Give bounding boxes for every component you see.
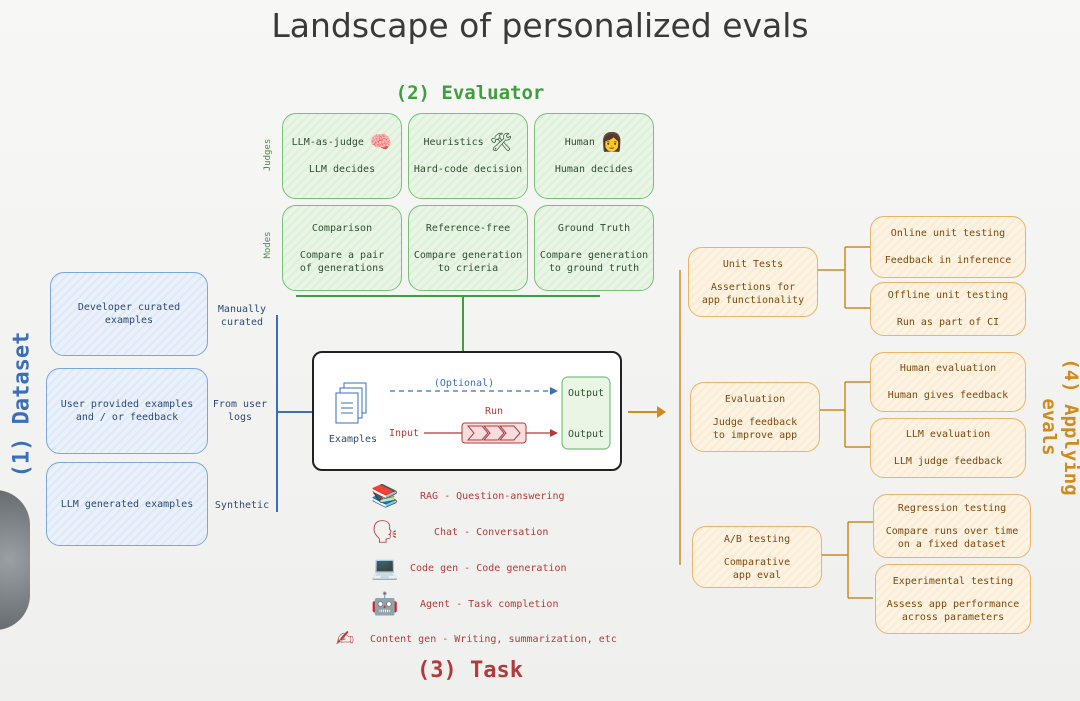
laptop-icon: 💻 — [371, 556, 399, 581]
judge-heuristics-name: Heuristics — [423, 137, 484, 148]
run-label: Run — [484, 406, 504, 417]
unit-tests-desc: Assertions for app functionality — [701, 281, 805, 306]
task-title: (3) Task — [417, 658, 523, 683]
task-codegen-text: Code gen - Code generation — [410, 563, 567, 574]
dataset-logs-label: From user logs — [212, 399, 268, 423]
examples-icon — [335, 382, 367, 424]
robot-icon: 🤖 — [371, 592, 399, 617]
dataset-developer-text: Developer curated examples — [77, 302, 181, 326]
books-icon: 📚 — [371, 484, 399, 509]
dataset-manual-label: Manually curated — [217, 304, 267, 328]
regression-testing-name: Regression testing — [897, 502, 1007, 514]
task-agent-text: Agent - Task completion — [420, 599, 559, 610]
experimental-testing-name: Experimental testing — [892, 575, 1014, 587]
tools-icon: 🛠 — [489, 132, 513, 153]
human-evaluation-desc: Human gives feedback — [887, 390, 1009, 401]
dataset-developer-card: Developer curated examples — [50, 272, 208, 356]
judge-heuristics-desc: Hard-code decision — [413, 164, 523, 175]
judge-heuristics-card: Heuristics 🛠 Hard-code decision — [408, 113, 528, 199]
online-unit-testing-name: Online unit testing — [890, 228, 1006, 239]
evaluator-title: (2) Evaluator — [395, 82, 545, 104]
task-codegen: 💻 Code gen - Code generation — [370, 556, 567, 581]
judge-human-name: Human — [564, 137, 595, 148]
output-bottom-label: Output — [567, 429, 605, 440]
examples-label: Examples — [328, 434, 378, 445]
mode-ground-truth-desc: Compare generation to ground truth — [539, 249, 649, 274]
ab-testing-name: A/B testing — [723, 533, 791, 545]
dataset-llm-card: LLM generated examples — [46, 462, 208, 546]
regression-testing-card: Regression testing Compare runs over tim… — [873, 494, 1031, 558]
page-title: Landscape of personalized evals — [271, 6, 809, 45]
mode-ground-truth-name: Ground Truth — [557, 222, 631, 234]
judge-llm-desc: LLM decides — [308, 164, 376, 175]
task-rag: 📚 RAG - Question-answering — [370, 484, 565, 509]
judges-label: Judges — [263, 138, 273, 172]
llm-evaluation-name: LLM evaluation — [905, 429, 991, 440]
experimental-testing-desc: Assess app performance across parameters — [886, 598, 1020, 623]
judge-human-desc: Human decides — [554, 164, 634, 175]
ab-testing-desc: Comparative app eval — [723, 556, 791, 581]
task-contentgen-text: Content gen - Writing, summarization, et… — [370, 634, 617, 645]
task-rag-text: RAG - Question-answering — [420, 491, 565, 502]
unit-tests-card: Unit Tests Assertions for app functional… — [688, 247, 818, 317]
mode-comparison-desc: Compare a pair of generations — [299, 249, 385, 274]
mode-reference-free-name: Reference-free — [425, 222, 511, 234]
task-flow-box: Examples (Optional) Output Input Run Out… — [312, 351, 622, 471]
llm-evaluation-card: LLM evaluation LLM judge feedback — [870, 418, 1026, 478]
online-unit-testing-card: Online unit testing Feedback in inferenc… — [870, 216, 1026, 278]
evaluation-name: Evaluation — [724, 393, 786, 405]
dataset-title: (1) Dataset — [9, 331, 35, 478]
evaluation-card: Evaluation Judge feedback to improve app — [690, 382, 820, 452]
task-agent: 🤖 Agent - Task completion — [370, 592, 558, 617]
dataset-llm-text: LLM generated examples — [60, 498, 194, 510]
offline-unit-testing-desc: Run as part of CI — [896, 317, 1000, 328]
task-chat: 🗣 Chat - Conversation — [370, 520, 548, 545]
dataset-user-text: User provided examples and / or feedback — [60, 399, 194, 423]
writing-hand-icon: ✍ — [335, 627, 355, 652]
dataset-synthetic-label: Synthetic — [214, 500, 270, 511]
mode-comparison-card: Comparison Compare a pair of generations — [282, 205, 402, 291]
speaking-head-icon: 🗣 — [371, 520, 399, 545]
judge-human-card: Human 👩 Human decides — [534, 113, 654, 199]
ab-testing-card: A/B testing Comparative app eval — [692, 526, 822, 588]
human-evaluation-name: Human evaluation — [899, 363, 997, 374]
judge-llm-name: LLM-as-judge — [291, 137, 364, 148]
judge-llm-card: LLM-as-judge 🧠 LLM decides — [282, 113, 402, 199]
output-top-label: Output — [567, 388, 605, 399]
mode-comparison-name: Comparison — [311, 222, 373, 234]
mode-reference-free-desc: Compare generation to crieria — [413, 249, 523, 274]
unit-tests-name: Unit Tests — [722, 258, 784, 270]
brain-icon: 🧠 — [369, 132, 393, 153]
online-unit-testing-desc: Feedback in inference — [884, 255, 1012, 266]
flow-diagram — [335, 376, 611, 450]
input-label: Input — [388, 428, 420, 439]
mode-reference-free-card: Reference-free Compare generation to cri… — [408, 205, 528, 291]
offline-unit-testing-card: Offline unit testing Run as part of CI — [870, 282, 1026, 336]
dataset-user-card: User provided examples and / or feedback — [46, 368, 208, 454]
llm-evaluation-desc: LLM judge feedback — [893, 456, 1003, 467]
mode-ground-truth-card: Ground Truth Compare generation to groun… — [534, 205, 654, 291]
offline-unit-testing-name: Offline unit testing — [887, 290, 1009, 301]
task-contentgen: ✍ Content gen - Writing, summarization, … — [330, 627, 617, 652]
presenter-thumbnail — [0, 490, 30, 630]
human-evaluation-card: Human evaluation Human gives feedback — [870, 352, 1026, 412]
evaluation-desc: Judge feedback to improve app — [712, 416, 798, 441]
experimental-testing-card: Experimental testing Assess app performa… — [875, 564, 1031, 634]
modes-label: Modes — [263, 231, 273, 259]
applying-title: (4) Applying evals — [1038, 358, 1080, 496]
optional-label: (Optional) — [433, 378, 495, 389]
task-chat-text: Chat - Conversation — [434, 527, 549, 538]
regression-testing-desc: Compare runs over time on a fixed datase… — [885, 525, 1019, 550]
person-icon: 👩 — [600, 132, 624, 153]
